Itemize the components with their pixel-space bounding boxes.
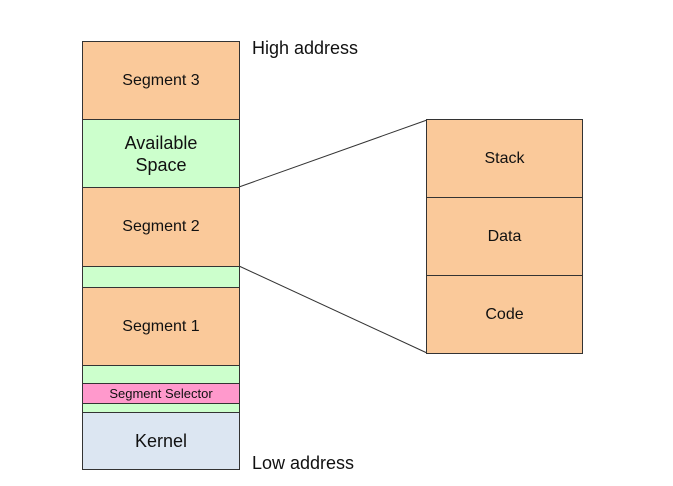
segment-selector-block: Segment Selector [82,383,240,404]
code-block: Code [426,275,583,354]
code-label: Code [485,305,524,323]
segment-1-block: Segment 1 [82,287,240,366]
segment-selector-label: Segment Selector [109,386,213,401]
segment-3-block: Segment 3 [82,41,240,120]
data-block: Data [426,197,583,276]
available-space-label: Available Space [124,132,198,175]
kernel-block: Kernel [82,412,240,470]
segment-2-block: Segment 2 [82,187,240,267]
kernel-label: Kernel [134,430,188,451]
stack-label: Stack [484,149,525,167]
low-address-label: Low address [252,453,355,473]
segment-2-label: Segment 2 [122,218,200,235]
data-label: Data [487,227,522,245]
segment-1-label: Segment 1 [122,317,200,335]
segment-3-label: Segment 3 [122,71,200,89]
high-address-label: High address [252,38,359,58]
stack-block: Stack [426,119,583,198]
expansion-line-top [238,119,428,188]
free-gap-block-1 [82,266,240,288]
free-gap-block-2 [82,365,240,384]
expansion-line-bottom [238,265,428,354]
available-space-block: Available Space [82,119,240,188]
